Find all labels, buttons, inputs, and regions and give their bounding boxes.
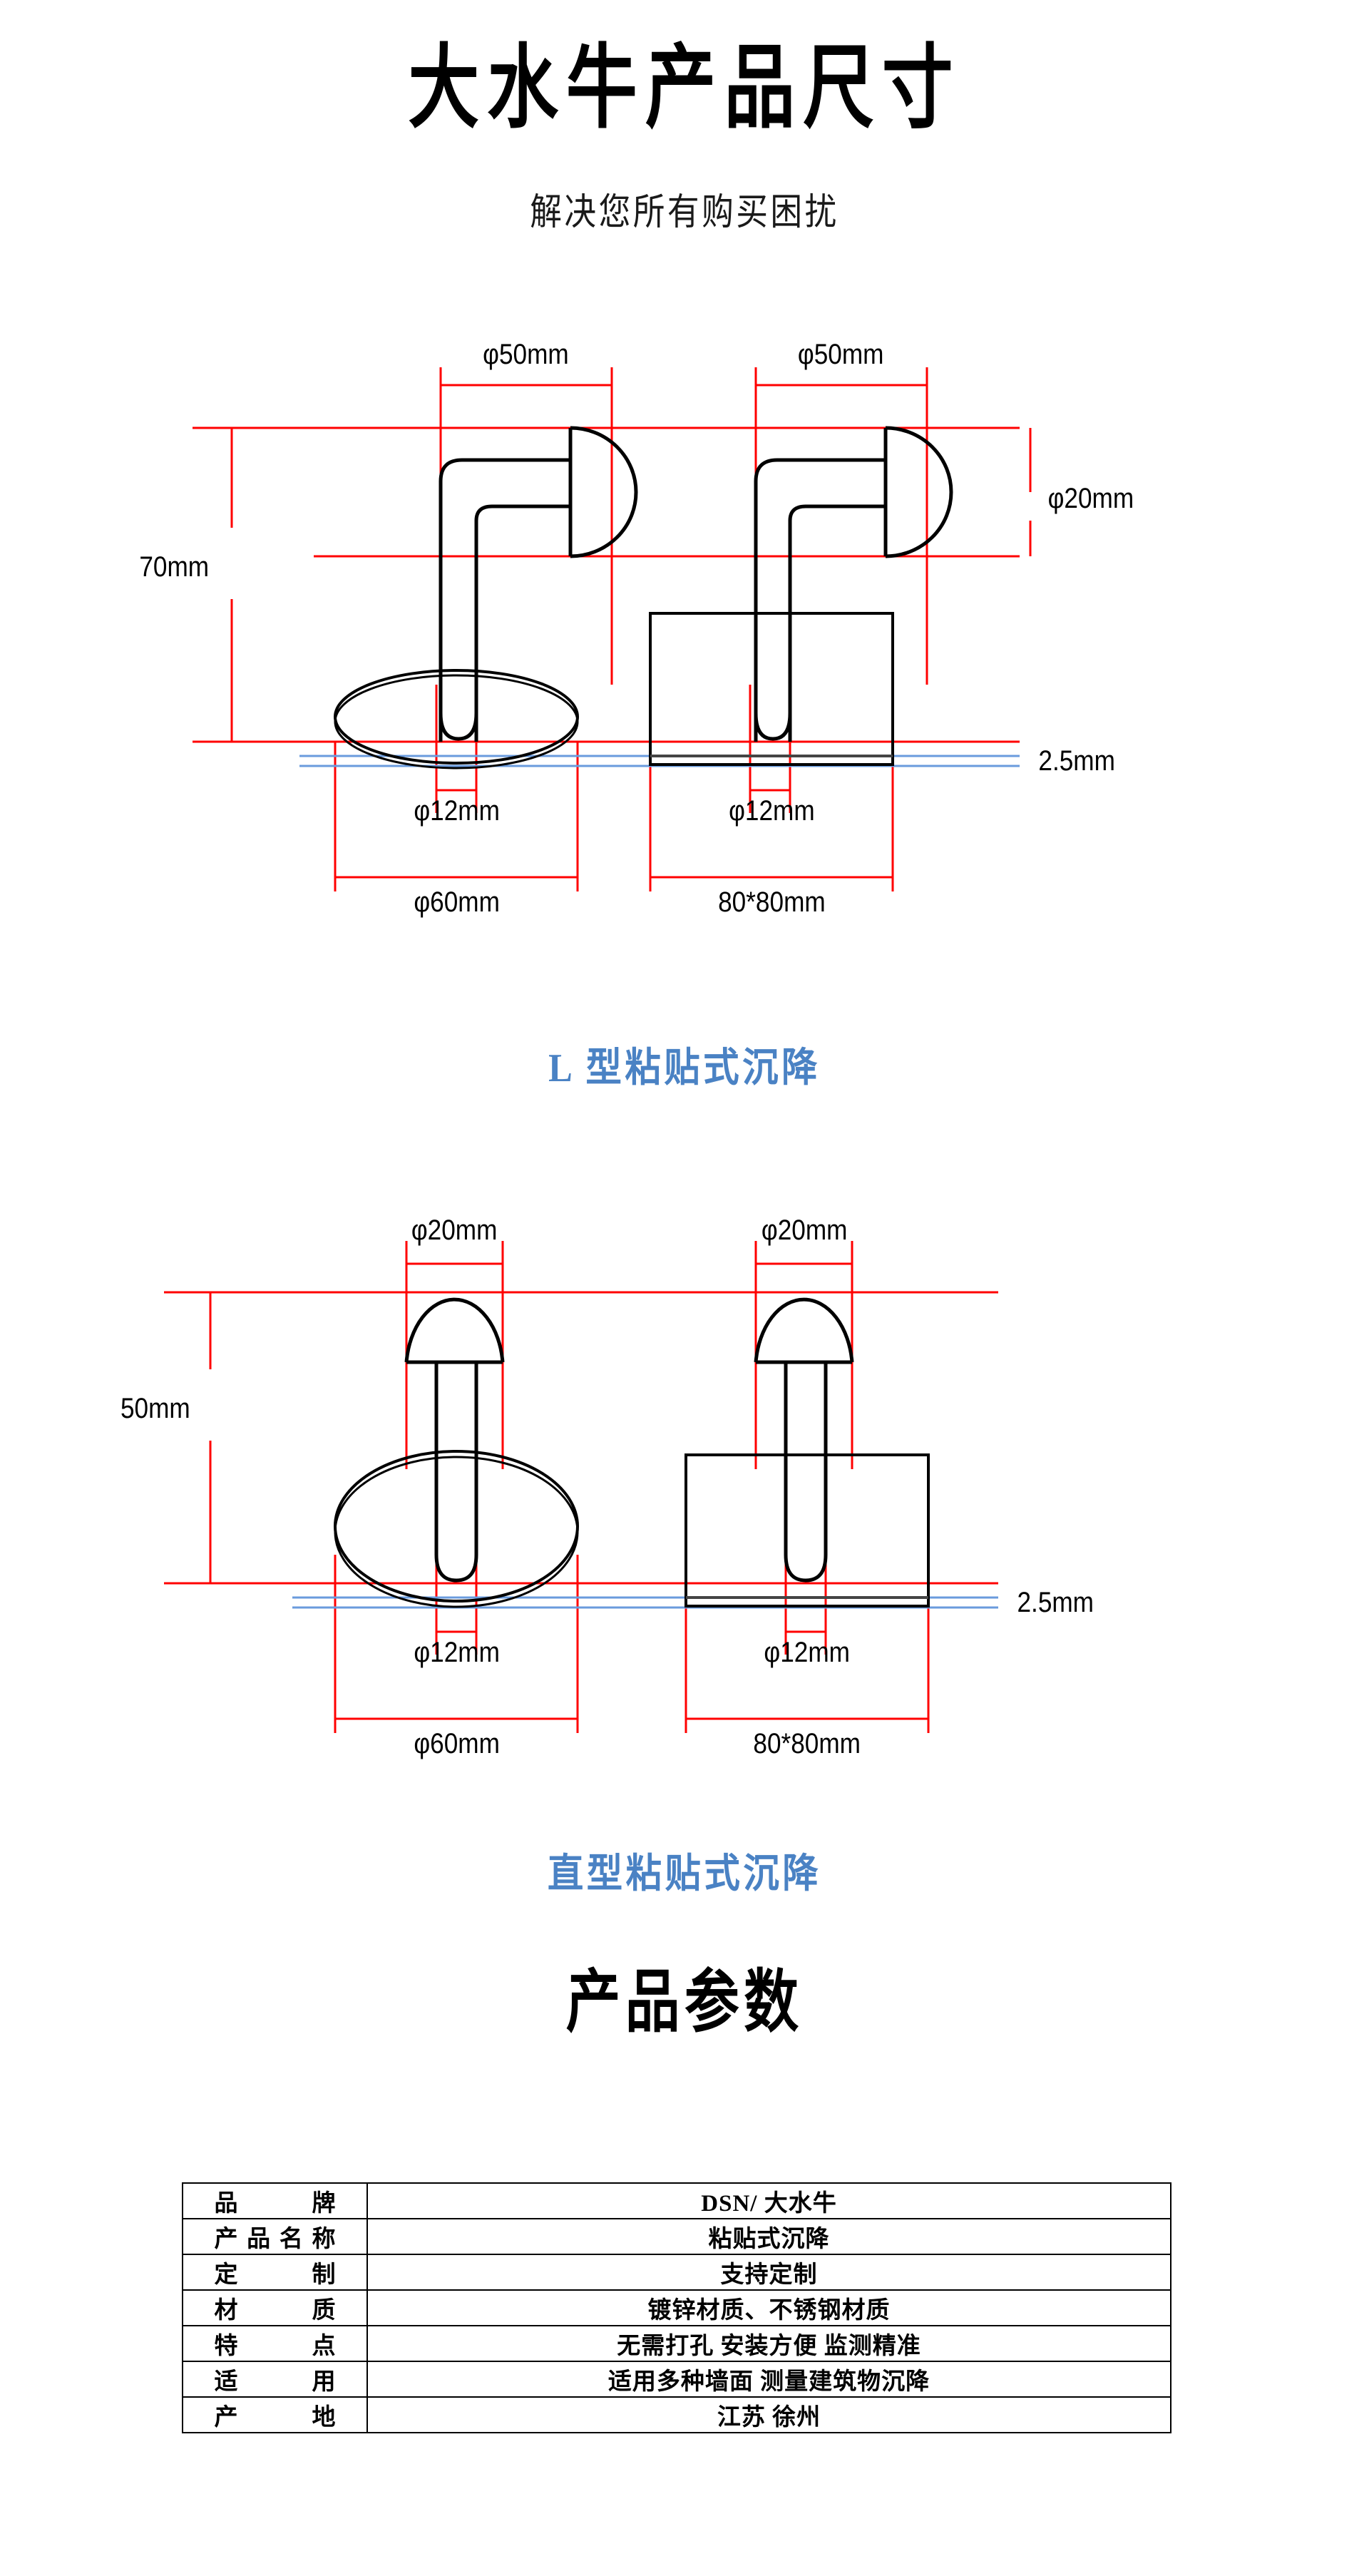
label-dim-70mm: 70mm	[139, 551, 209, 583]
params-heading: 产品参数	[565, 1964, 804, 2040]
page-title: 大水牛产品尺寸	[408, 38, 961, 139]
label-dim2-phi20-left: φ20mm	[411, 1214, 498, 1246]
label-dim2-phi12-left: φ12mm	[414, 1636, 500, 1668]
spec-key: 材质	[182, 2289, 368, 2326]
label-dim-80x80: 80*80mm	[718, 886, 826, 918]
label-dim-phi20: φ20mm	[1048, 482, 1134, 514]
table-row: 产地江苏 徐州	[182, 2396, 1171, 2433]
table-row: 产品名称粘贴式沉降	[182, 2218, 1171, 2255]
base-circular-left-edge	[334, 674, 579, 770]
label-dim2-phi20-right: φ20mm	[762, 1214, 848, 1246]
table-row: 特点无需打孔 安装方便 监测精准	[182, 2325, 1171, 2362]
base-square-right	[649, 612, 894, 766]
label-dim2-80x80: 80*80mm	[753, 1727, 861, 1759]
caption-l-type: L 型粘贴式沉降	[548, 1046, 821, 1090]
shaft-bottom-left-2	[434, 1554, 478, 1583]
label-dim-phi50-left: φ50mm	[483, 338, 569, 370]
base-circular-left-edge-2	[334, 1456, 579, 1608]
spec-value: 江苏 徐州	[366, 2396, 1171, 2433]
spec-key: 定制	[182, 2254, 368, 2291]
label-dim-phi50-right: φ50mm	[798, 338, 884, 370]
label-dim2-phi12-right: φ12mm	[764, 1636, 850, 1668]
marker-straight-right	[754, 1297, 854, 1583]
table-row: 定制支持定制	[182, 2254, 1171, 2291]
diagram-straight-type: φ20mm φ20mm 50mm φ12mm φ12mm φ60mm 80*80…	[0, 1155, 1369, 1840]
label-dim-2p5mm: 2.5mm	[1038, 745, 1115, 777]
page-subtitle: 解决您所有购买困扰	[530, 192, 839, 233]
spec-key: 产地	[182, 2396, 368, 2433]
shaft-bottom-right	[754, 712, 792, 741]
table-row: 适用适用多种墙面 测量建筑物沉降	[182, 2361, 1171, 2398]
caption-straight-type: 直型粘贴式沉降	[547, 1852, 822, 1896]
shaft-bottom-right-2	[784, 1554, 828, 1583]
marker-l-right	[754, 426, 953, 742]
label-dim-phi60: φ60mm	[414, 886, 500, 918]
shaft-bottom-left	[439, 712, 478, 741]
marker-straight-left	[404, 1297, 505, 1583]
spec-key: 产品名称	[182, 2218, 368, 2255]
base-circular-left	[334, 669, 579, 765]
base-square-right-2	[684, 1453, 930, 1608]
spec-value: 镀锌材质、不锈钢材质	[366, 2289, 1171, 2326]
diagram-l-type: φ50mm φ50mm φ20mm 70mm φ12mm φ12mm φ60mm…	[0, 314, 1369, 998]
spec-key: 适用	[182, 2361, 368, 2398]
spec-key: 特点	[182, 2325, 368, 2362]
table-row: 材质镀锌材质、不锈钢材质	[182, 2289, 1171, 2326]
spec-value: DSN/ 大水牛	[366, 2182, 1171, 2219]
label-dim2-50mm: 50mm	[121, 1392, 190, 1424]
marker-l-left	[439, 426, 638, 742]
spec-value: 粘贴式沉降	[366, 2218, 1171, 2255]
spec-value: 支持定制	[366, 2254, 1171, 2291]
spec-key: 品牌	[182, 2182, 368, 2219]
spec-value: 无需打孔 安装方便 监测精准	[366, 2325, 1171, 2362]
label-dim2-phi60: φ60mm	[414, 1727, 500, 1759]
label-dim2-2p5mm: 2.5mm	[1017, 1586, 1094, 1618]
label-dim-phi12-right: φ12mm	[729, 794, 815, 827]
label-dim-phi12-left: φ12mm	[414, 794, 500, 827]
spec-value: 适用多种墙面 测量建筑物沉降	[366, 2361, 1171, 2398]
